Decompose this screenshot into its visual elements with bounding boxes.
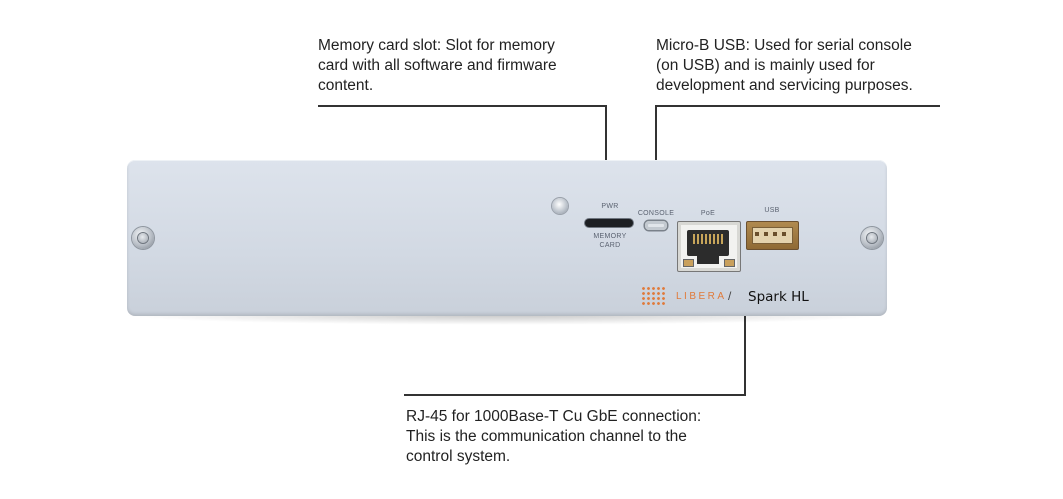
usb-label: USB [764, 207, 780, 214]
right-screw-icon [861, 227, 883, 249]
rj45-latch [697, 256, 719, 264]
rj45-left-led-icon [683, 259, 694, 267]
left-screw-icon [132, 227, 154, 249]
brand-separator: / [728, 289, 732, 303]
rj45-callout-line-h [404, 394, 746, 396]
brand-logo-text: LIBERA [676, 291, 727, 302]
rj45-callout: RJ-45 for 1000Base-T Cu GbE connection: … [406, 408, 702, 465]
libera-logo-icon [641, 286, 665, 306]
poe-label: PoE [700, 210, 716, 217]
power-led-icon [552, 198, 568, 214]
product-name: Spark HL [748, 289, 809, 305]
usb-callout-line-v [655, 105, 657, 193]
memory-callout-line-v [605, 105, 607, 193]
rj45-right-led-icon [724, 259, 735, 267]
rj45-socket [687, 230, 729, 256]
pwr-label: PWR [601, 203, 619, 210]
memory-card-slot [585, 219, 633, 227]
memory-card-label: MEMORY CARD [593, 233, 627, 249]
rj45-poe-port [677, 221, 741, 272]
usb-callout-line-h [655, 105, 940, 107]
usb-a-port [746, 221, 799, 250]
rj45-callout-line-v [744, 258, 746, 395]
micro-usb-console-port [645, 221, 667, 230]
micro-usb-callout: Micro-B USB: Used for serial console (on… [656, 37, 913, 94]
console-label: CONSOLE [637, 210, 675, 217]
memory-card-callout: Memory card slot: Slot for memory card w… [318, 37, 557, 94]
memory-callout-line-h [318, 105, 606, 107]
